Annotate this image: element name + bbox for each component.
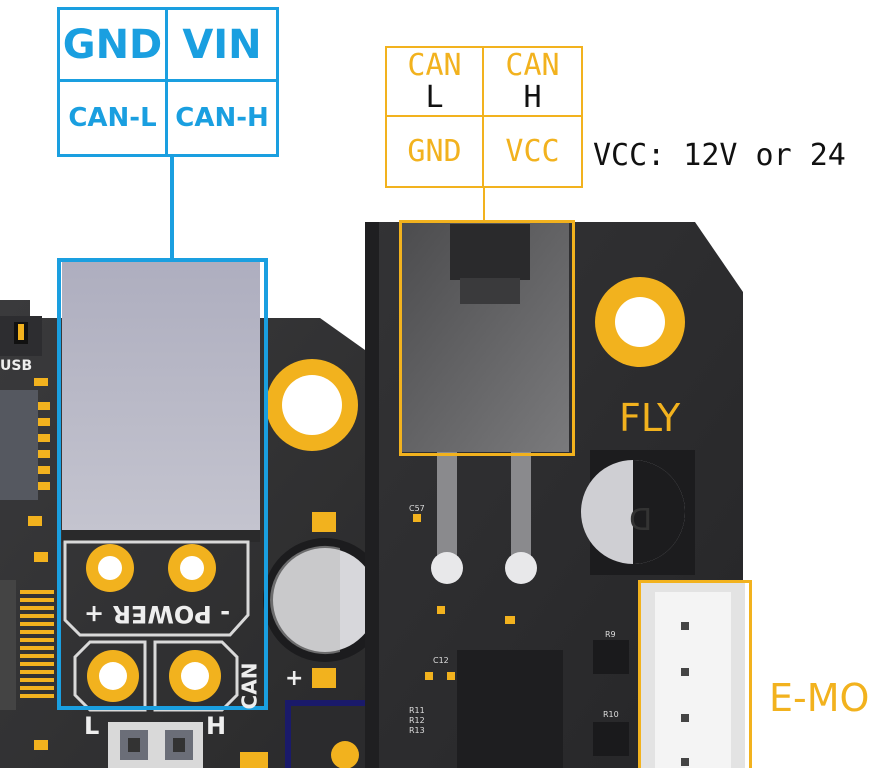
pin-can-h-label: CAN-H bbox=[175, 103, 269, 133]
silk-r13-label: R13 bbox=[409, 726, 425, 735]
pin-can-h-bottom: H bbox=[523, 79, 542, 115]
right-pcb bbox=[365, 222, 745, 768]
connector-leader-line bbox=[483, 187, 485, 221]
silk-r10-label: R10 bbox=[603, 710, 619, 719]
pin-can-h-top: CAN bbox=[505, 47, 560, 83]
silk-plus-label: + bbox=[285, 666, 304, 691]
pin-can-h-cell: CAN H bbox=[484, 48, 581, 117]
silk-power-label: - POWER + bbox=[84, 600, 231, 628]
silk-emo-label: E-MO bbox=[769, 676, 870, 720]
silk-c12-label: C12 bbox=[433, 656, 449, 665]
silk-usb-label: USB bbox=[0, 358, 33, 374]
silk-r9-label: R9 bbox=[605, 630, 616, 639]
silk-c57-label: C57 bbox=[409, 504, 425, 513]
silk-l-label: L bbox=[84, 712, 100, 740]
pin-vin-label: VIN bbox=[168, 10, 276, 82]
left-pinout-box: GND VIN CAN-L CAN-H bbox=[57, 7, 279, 157]
pin-can-l-label: CAN-L bbox=[60, 82, 168, 154]
pin-can-l-bottom: L bbox=[425, 79, 444, 115]
pin-can-l-top: CAN bbox=[407, 47, 462, 83]
left-board-panel: GND VIN CAN-L CAN-H USB - POWER + CAN L … bbox=[0, 0, 365, 768]
connector-leader-line bbox=[170, 156, 174, 260]
silk-h-label: H bbox=[206, 712, 227, 740]
pin-can-l-cell: CAN L bbox=[387, 48, 484, 117]
silk-fly-label: FLY bbox=[619, 396, 681, 440]
left-pcb bbox=[0, 262, 365, 768]
connector-highlight-frame bbox=[399, 220, 575, 456]
pin-vcc-label: VCC bbox=[505, 134, 560, 169]
pin-gnd-label: GND bbox=[387, 117, 484, 186]
right-board-panel: CAN L CAN H GND VCC VCC: 12V or 24 FLY E… bbox=[365, 0, 870, 768]
silk-r12-label: R12 bbox=[409, 716, 425, 725]
connector-highlight-frame bbox=[57, 258, 268, 710]
silk-can-label: CAN bbox=[237, 662, 262, 710]
emo-highlight-frame bbox=[638, 580, 752, 768]
vcc-voltage-note: VCC: 12V or 24 bbox=[593, 138, 846, 173]
pin-gnd-label: GND bbox=[60, 10, 168, 82]
silk-r11-label: R11 bbox=[409, 706, 425, 715]
right-pinout-box: CAN L CAN H GND VCC bbox=[385, 46, 583, 188]
silk-d-label: D bbox=[629, 500, 653, 535]
